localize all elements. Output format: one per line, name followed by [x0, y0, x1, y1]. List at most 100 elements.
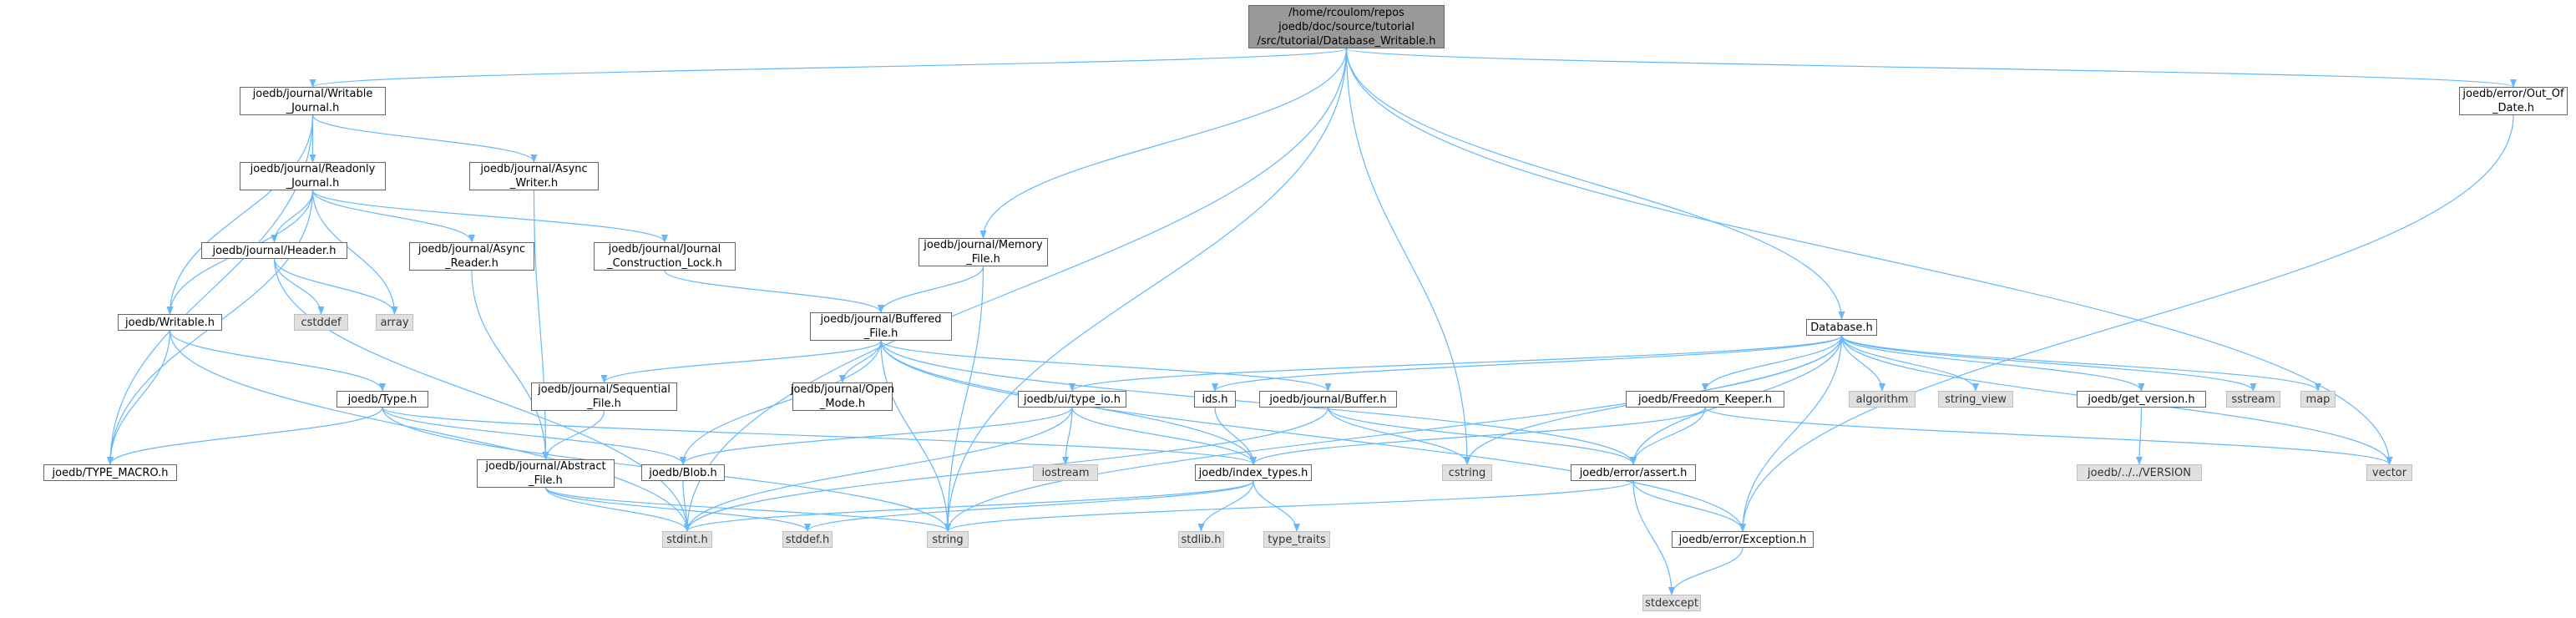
edge-root-to-string [944, 48, 1348, 532]
node-map: map [2300, 391, 2336, 408]
edge-abstract_file-to-string [544, 487, 951, 532]
edge-type_io-to-blob [680, 407, 1073, 465]
edge-database-to-get_version [1840, 335, 2145, 392]
node-buffered-file-h[interactable]: joedb/journal/Buffered _File.h [810, 312, 952, 341]
edge-freedom_keeper-to-index_types [1250, 407, 1706, 465]
edge-readonly_journal-to-header [271, 190, 314, 243]
node-type-h[interactable]: joedb/Type.h [337, 391, 428, 408]
node-database-writable-h[interactable]: /home/rcoulom/repos joedb/doc/source/tut… [1248, 5, 1445, 48]
node-writable-h[interactable]: joedb/Writable.h [118, 314, 222, 331]
node-type-traits: type_traits [1263, 531, 1330, 548]
node-out-of-date-h[interactable]: joedb/error/Out_Of _Date.h [2459, 87, 2568, 115]
edge-header-to-array [273, 258, 398, 315]
node-string: string [927, 531, 969, 548]
edge-database-to-sstream [1840, 335, 2257, 392]
edge-sequential_file-to-abstract_file [542, 410, 605, 460]
edge-buffered_file-to-sequential_file [600, 340, 882, 383]
edge-memory_file-to-buffered_file [878, 266, 984, 313]
node-type-io-h[interactable]: joedb/ui/type_io.h [1018, 391, 1126, 408]
edge-database-to-freedom_keeper [1702, 335, 1843, 392]
node-stddef-h: stddef.h [782, 531, 833, 548]
edge-database-to-algorithm [1840, 335, 1885, 392]
edge-type-to-type_macro [107, 407, 383, 465]
edge-root-to-database [1345, 48, 1845, 320]
edge-error_assert-to-stdexcept [1632, 480, 1675, 595]
edge-database-to-string_view [1840, 335, 1979, 392]
node-exception-h[interactable]: joedb/error/Exception.h [1672, 531, 1814, 548]
edge-database-to-map [1840, 335, 2321, 392]
edge-buffered_file-to-blob [680, 340, 882, 465]
edge-buffered_file-to-exception [880, 340, 1746, 532]
edge-root-to-cstring [1345, 48, 1470, 465]
node-journal-construction-lock-h[interactable]: joedb/journal/Journal _Construction_Lock… [594, 242, 736, 271]
node-stdint-h: stdint.h [662, 531, 712, 548]
node-async-reader-h[interactable]: joedb/journal/Async _Reader.h [409, 242, 534, 271]
edge-freedom_keeper-to-vector [1704, 407, 2393, 465]
edge-header-to-cstddef [273, 258, 325, 315]
edge-root-to-vector [1345, 48, 2393, 465]
node-stdexcept: stdexcept [1642, 595, 1701, 611]
edge-readonly_journal-to-array [311, 190, 398, 315]
node-abstract-file-h[interactable]: joedb/journal/Abstract _File.h [477, 459, 615, 488]
edge-memory_file-to-string [944, 266, 984, 532]
edge-readonly_journal-to-async_reader [311, 190, 475, 243]
node-get-version-h[interactable]: joedb/get_version.h [2077, 391, 2206, 408]
edge-database-to-string [944, 335, 1843, 532]
node-blob-h[interactable]: joedb/Blob.h [641, 464, 725, 481]
edge-async_writer-to-abstract_file [533, 190, 549, 460]
node-cstddef: cstddef [294, 314, 348, 331]
edge-freedom_keeper-to-error_assert [1630, 407, 1706, 465]
node-writable-journal-h[interactable]: joedb/journal/Writable _Journal.h [240, 87, 386, 115]
node-database-h[interactable]: Database.h [1806, 319, 1877, 336]
node-array: array [376, 314, 413, 331]
edge-header-to-stdint [273, 258, 691, 532]
edge-root-to-writable_journal [310, 48, 1348, 88]
edge-abstract_file-to-stdint [544, 487, 691, 532]
node-sequential-file-h[interactable]: joedb/journal/Sequential _File.h [531, 382, 677, 411]
edge-writable_journal-to-writable [166, 114, 314, 315]
edge-writable-to-type [169, 330, 386, 392]
node-error-assert-h[interactable]: joedb/error/assert.h [1571, 464, 1696, 481]
edge-error_assert-to-string [944, 480, 1634, 532]
edge-exception-to-stdexcept [1668, 547, 1743, 595]
node-algorithm: algorithm [1849, 391, 1916, 408]
edge-get_version-to-version [2136, 407, 2143, 465]
edge-type_io-to-stdint [684, 407, 1073, 532]
node-sstream: sstream [2226, 391, 2280, 408]
edge-type-to-index_types [382, 407, 1257, 465]
edge-index_types-to-type_traits [1253, 480, 1300, 532]
edge-error_assert-to-exception [1632, 480, 1746, 532]
node-open-mode-h[interactable]: joedb/journal/Open _Mode.h [790, 382, 895, 411]
edge-buffered_file-to-string [880, 340, 951, 532]
edge-readonly_journal-to-journal_construction_lock [311, 190, 668, 243]
node-buffer-h[interactable]: joedb/journal/Buffer.h [1259, 391, 1397, 408]
edge-root-to-memory_file [979, 48, 1348, 239]
edge-type_io-to-index_types [1071, 407, 1257, 465]
node-vector: vector [2366, 464, 2412, 481]
edge-database-to-ids [1212, 335, 1843, 392]
edge-writable_journal-to-async_writer [311, 114, 538, 163]
node-readonly-journal-h[interactable]: joedb/journal/Readonly _Journal.h [240, 162, 386, 190]
edge-index_types-to-stdlib [1197, 480, 1254, 532]
node-freedom-keeper-h[interactable]: joedb/Freedom_Keeper.h [1626, 391, 1784, 408]
node-index-types-h[interactable]: joedb/index_types.h [1195, 464, 1312, 481]
node-iostream: iostream [1033, 464, 1098, 481]
edge-index_types-to-stddef [804, 480, 1254, 532]
edge-journal_construction_lock-to-buffered_file [664, 270, 884, 313]
edge-root-to-stdint [684, 48, 1348, 532]
node-string-view: string_view [1938, 391, 2013, 408]
edge-ids-to-index_types [1214, 407, 1257, 465]
node-ids-h[interactable]: ids.h [1194, 391, 1236, 408]
edge-root-to-out_of_date [1345, 48, 2517, 88]
node-cstring: cstring [1442, 464, 1492, 481]
node-version: joedb/../../VERSION [2077, 464, 2202, 481]
edge-index_types-to-stdint [684, 480, 1254, 532]
node-stdlib-h: stdlib.h [1178, 531, 1224, 548]
node-header-h[interactable]: joedb/journal/Header.h [201, 242, 347, 259]
node-async-writer-h[interactable]: joedb/journal/Async _Writer.h [469, 162, 599, 190]
node-memory-file-h[interactable]: joedb/journal/Memory _File.h [919, 238, 1048, 266]
node-type-macro-h[interactable]: joedb/TYPE_MACRO.h [43, 464, 177, 481]
edge-buffer-to-stdint [684, 407, 1329, 532]
edge-writable-to-type_macro [107, 330, 171, 465]
